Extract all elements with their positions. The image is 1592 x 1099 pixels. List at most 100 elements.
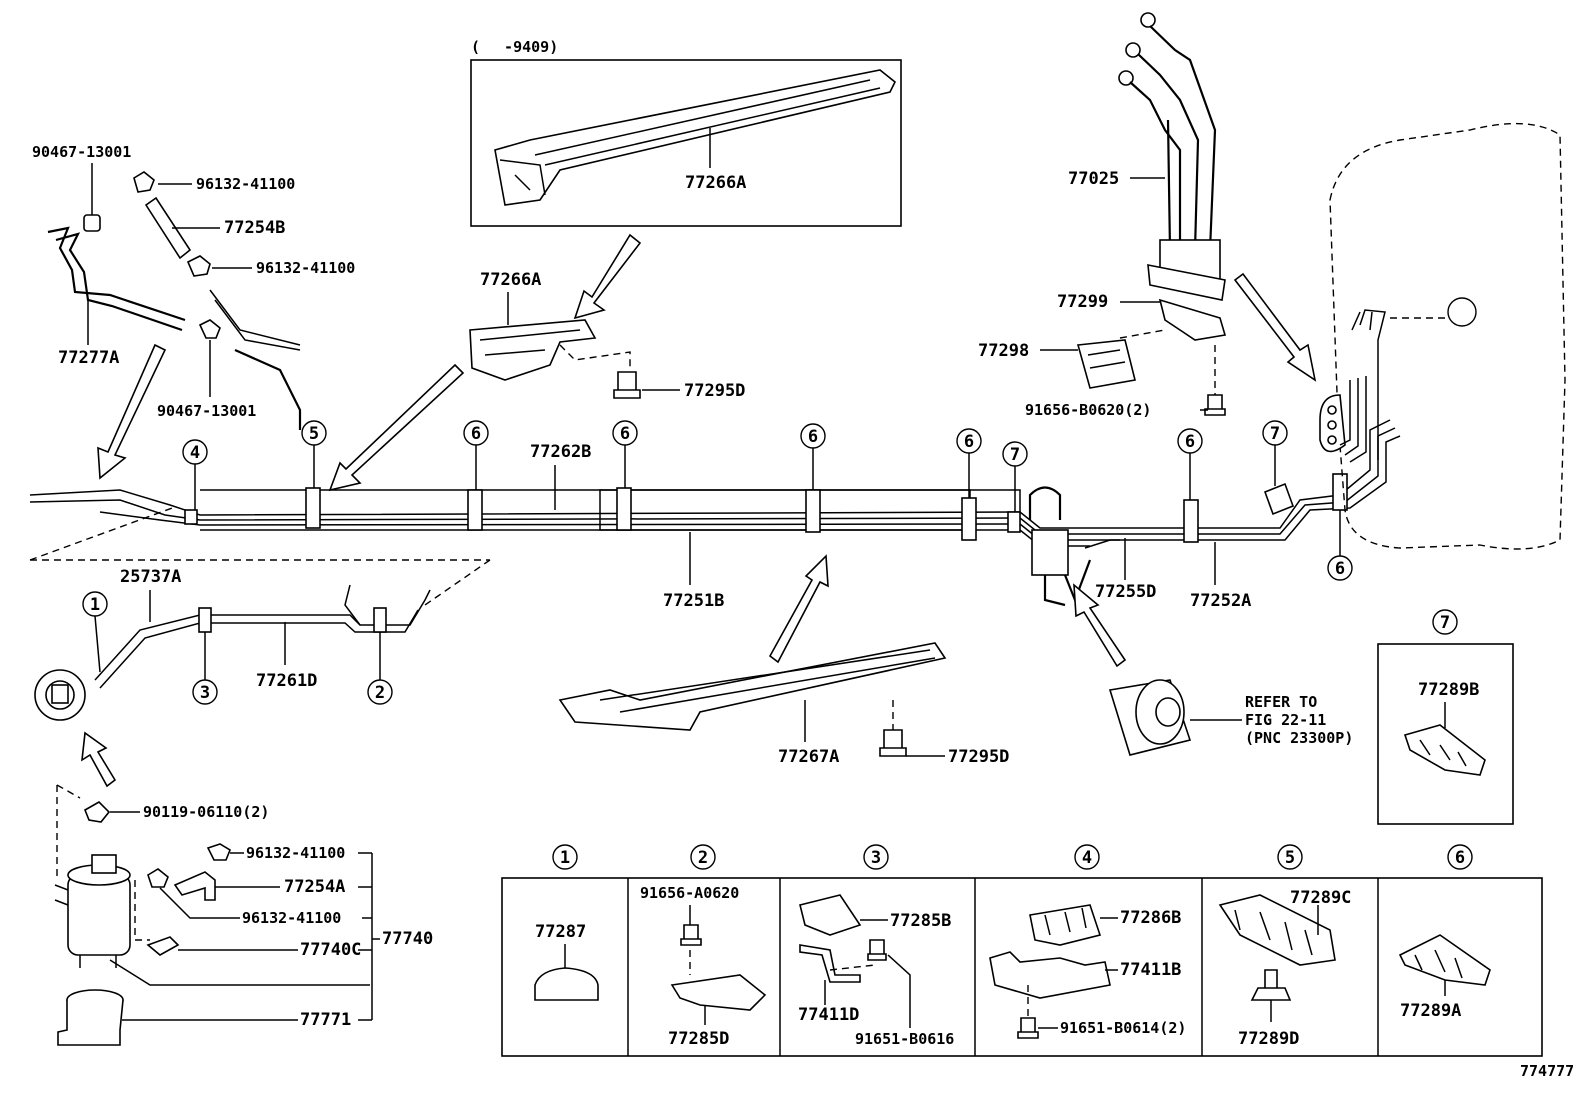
label-91651-b0616: 91651-B0616	[855, 1030, 954, 1048]
bracket-77266a-icon	[469, 319, 597, 381]
callout-7a: 7	[1002, 441, 1028, 512]
callout-7-detail-num: 7	[1440, 613, 1450, 633]
clip-77289d-icon	[1250, 969, 1292, 1001]
callout-4: 4	[182, 439, 208, 510]
dash-77740c	[134, 880, 150, 941]
svg-text:4: 4	[1082, 848, 1092, 868]
line-top-left-c	[234, 348, 302, 430]
label-77261d: 77261D	[256, 671, 317, 691]
detail-header-5: 5	[1277, 844, 1303, 870]
callout-6a: 6	[463, 420, 489, 490]
label-77295d-top: 77295D	[684, 381, 745, 401]
label-77251b: 77251B	[663, 591, 724, 611]
svg-text:3: 3	[200, 683, 210, 703]
label-77289b: 77289B	[1418, 680, 1479, 700]
bracket-77285d-icon	[670, 974, 767, 1011]
callout-6d: 6	[956, 428, 982, 498]
detail-header-1: 1	[552, 844, 578, 870]
tube-77255d-icon	[1084, 539, 1120, 549]
label-77025: 77025	[1068, 169, 1119, 189]
label-77287: 77287	[535, 922, 586, 942]
callout-7b: 7	[1262, 420, 1288, 486]
bolt-91651-b0616-icon	[867, 939, 887, 961]
sender-gauge-icon	[34, 669, 86, 721]
label-91656-a0620: 91656-A0620	[640, 884, 739, 902]
dash-77299	[1119, 329, 1166, 339]
label-77740: 77740	[382, 929, 433, 949]
svg-text:1: 1	[560, 848, 570, 868]
svg-text:6: 6	[808, 427, 818, 447]
label-77289c: 77289C	[1290, 888, 1351, 908]
arrow-77267a-up	[768, 554, 829, 664]
label-77295d-bottom: 77295D	[948, 747, 1009, 767]
label-90119: 90119-06110(2)	[143, 803, 269, 821]
label-77262b: 77262B	[530, 442, 591, 462]
bracket-77411d-icon	[799, 944, 861, 983]
label-77299: 77299	[1057, 292, 1108, 312]
svg-text:1: 1	[90, 595, 100, 615]
label-77289a: 77289A	[1400, 1001, 1461, 1021]
clamp-96132-b-icon	[186, 255, 211, 277]
tube-77261d-icon	[94, 584, 431, 689]
label-90467-top: 90467-13001	[32, 143, 131, 161]
label-96132-d: 96132-41100	[242, 909, 341, 927]
clamp-77289c-icon	[1218, 894, 1336, 966]
label-96132-b: 96132-41100	[256, 259, 355, 277]
clamp-77289c-detail	[1234, 909, 1313, 956]
label-77277a: 77277A	[58, 348, 119, 368]
detail-header-4: 4	[1074, 844, 1100, 870]
svg-text:6: 6	[1455, 848, 1465, 868]
callout-6e: 6	[1177, 428, 1203, 500]
callout-3: 3	[192, 632, 218, 705]
clamp-77289b-icon	[1403, 724, 1486, 776]
tank-pump-icon	[1319, 297, 1477, 463]
bolt-91656-b0620-icon	[1204, 394, 1226, 416]
bolt-91651-b0614-icon	[1017, 1017, 1039, 1039]
part-77299-icon	[1158, 298, 1227, 341]
detail-header-6: 6	[1447, 844, 1473, 870]
bolt-91656-a0620-icon	[680, 924, 702, 946]
svg-text:6: 6	[1335, 559, 1345, 579]
clip-90467-top-icon	[83, 214, 101, 232]
svg-text:6: 6	[1185, 432, 1195, 452]
label-77286b: 77286B	[1120, 908, 1181, 928]
bracket-77267a-icon	[558, 642, 947, 731]
clip-90467-bottom-icon	[198, 319, 221, 339]
label-77740c: 77740C	[300, 940, 361, 960]
label-77771: 77771	[300, 1010, 351, 1030]
label-77255d: 77255D	[1095, 582, 1156, 602]
bolt-90119-icon	[83, 801, 111, 823]
clamp-96132-a-icon	[133, 171, 155, 193]
dash-cell3	[829, 964, 876, 971]
label-77267a: 77267A	[778, 747, 839, 767]
clamp-77286b-icon	[1029, 904, 1102, 946]
dash-main-ref-b	[29, 506, 491, 606]
inset-bracket-drawing	[494, 69, 897, 206]
label-25737a: 25737A	[120, 567, 181, 587]
hose-77254a-icon	[173, 871, 216, 901]
svg-text:6: 6	[620, 424, 630, 444]
clamp-77286b-detail	[1044, 907, 1087, 936]
fuel-filter-icon	[1108, 679, 1192, 756]
label-77285b: 77285B	[890, 911, 951, 931]
wire-harness-77025-icon	[1118, 12, 1226, 301]
refer-line-2: FIG 22-11	[1245, 711, 1326, 729]
label-96132-a: 96132-41100	[196, 175, 295, 193]
hose-77740c-icon	[146, 936, 180, 956]
label-96132-c: 96132-41100	[246, 844, 345, 862]
svg-text:5: 5	[1285, 848, 1295, 868]
label-77411b: 77411B	[1120, 960, 1181, 980]
part-77771-icon	[57, 989, 124, 1046]
part-77287-icon	[534, 967, 599, 1001]
line-top-left-b	[214, 299, 301, 351]
svg-text:7: 7	[1270, 424, 1280, 444]
label-77254a: 77254A	[284, 877, 345, 897]
fuel-tank-outline	[1329, 122, 1566, 550]
label-91651-b0614: 91651-B0614(2)	[1060, 1019, 1186, 1037]
label-77289d: 77289D	[1238, 1029, 1299, 1049]
label-91656-b0620: 91656-B0620(2)	[1025, 401, 1151, 419]
arrow-filter-up	[1073, 583, 1127, 668]
svg-text:6: 6	[964, 432, 974, 452]
detail-table	[501, 877, 1543, 1057]
